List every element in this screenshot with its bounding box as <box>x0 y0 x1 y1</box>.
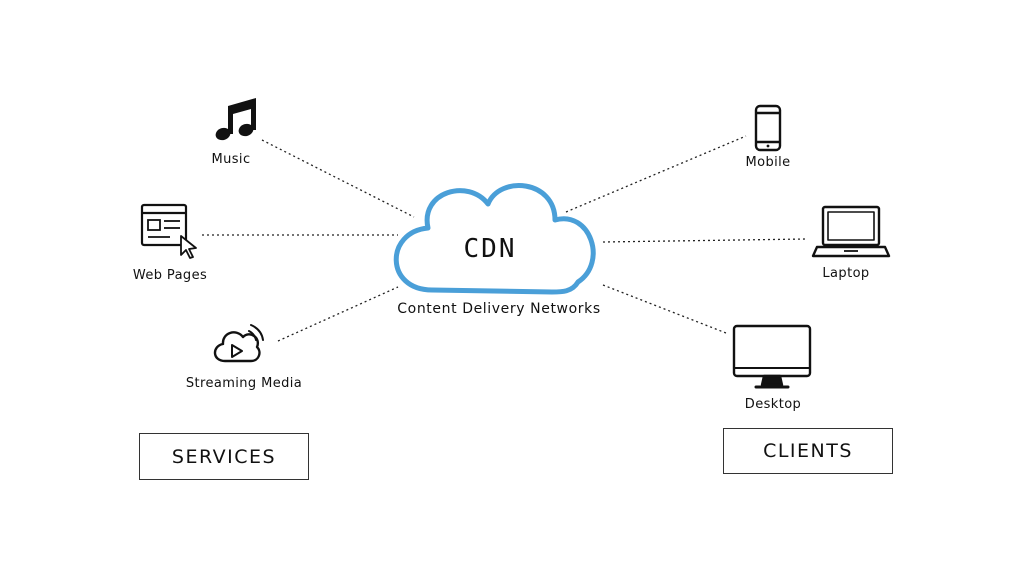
connector-music <box>261 139 415 218</box>
service-label-web-pages: Web Pages <box>132 268 208 283</box>
service-label-music: Music <box>211 152 251 167</box>
desktop-monitor-icon <box>732 324 812 389</box>
connector-streaming <box>277 286 399 342</box>
cdn-subtitle: Content Delivery Networks <box>397 301 601 317</box>
web-page-icon <box>140 203 197 259</box>
services-box: SERVICES <box>139 433 309 480</box>
client-label-desktop: Desktop <box>744 397 802 412</box>
music-note-icon <box>215 98 256 141</box>
mobile-phone-icon <box>754 104 782 152</box>
connector-mobile <box>565 135 747 213</box>
streaming-cloud-icon <box>213 324 264 363</box>
connector-desktop <box>602 284 727 334</box>
client-label-laptop: Laptop <box>822 266 870 281</box>
laptop-icon <box>811 205 891 258</box>
clients-box: CLIENTS <box>723 428 893 474</box>
service-label-streaming-media: Streaming Media <box>185 376 303 391</box>
client-label-mobile: Mobile <box>745 155 791 170</box>
connector-laptop <box>602 238 807 243</box>
cdn-title: CDN <box>463 234 517 264</box>
cdn-cloud-icon <box>393 183 596 295</box>
